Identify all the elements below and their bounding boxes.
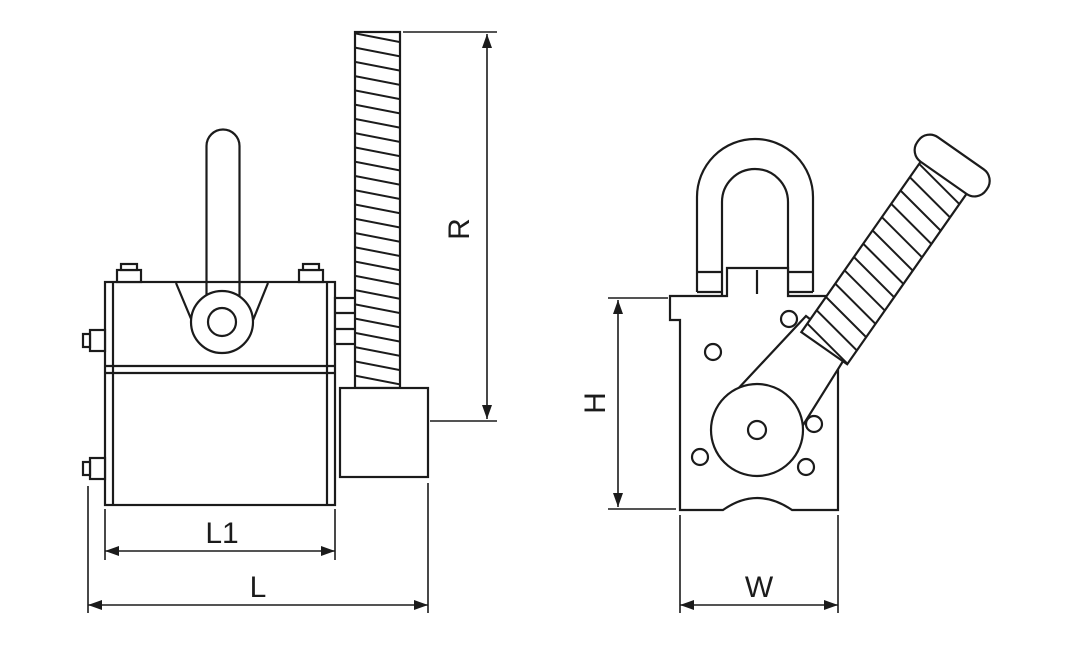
handle-grip-side xyxy=(799,133,991,366)
dim-R: R xyxy=(403,31,497,422)
side-view: H W xyxy=(579,133,991,613)
lifting-eye xyxy=(174,128,270,355)
dim-label-h: H xyxy=(579,392,612,414)
handle-knob xyxy=(913,133,991,198)
pivot-hole xyxy=(746,419,768,441)
eye-hole xyxy=(206,306,238,338)
bolt-hole-top-left xyxy=(703,342,723,362)
side-pin-bottom xyxy=(81,456,107,481)
dim-H: H xyxy=(579,297,676,510)
dim-label-w: W xyxy=(745,571,774,604)
dim-label-r: R xyxy=(443,218,476,240)
dim-label-l1: L1 xyxy=(205,517,238,550)
shackle xyxy=(695,137,815,296)
bolt-hole-right xyxy=(804,414,824,434)
dim-W: W xyxy=(679,515,839,613)
bolt-right xyxy=(297,262,325,284)
dim-L: L xyxy=(87,483,429,613)
handle-grip-front xyxy=(353,30,402,390)
handle-base-block xyxy=(338,386,430,479)
handle-hinge-bracket xyxy=(333,296,359,346)
side-pin-top xyxy=(81,328,107,353)
bolt-hole-bottom-right xyxy=(796,457,816,477)
bolt-hole-top-right xyxy=(779,309,799,329)
dim-label-l: L xyxy=(250,571,267,604)
dim-L1: L1 xyxy=(104,509,336,560)
front-view: R L1 L xyxy=(81,30,497,613)
bolt-left xyxy=(115,262,143,284)
bolt-hole-bottom-left xyxy=(690,447,710,467)
